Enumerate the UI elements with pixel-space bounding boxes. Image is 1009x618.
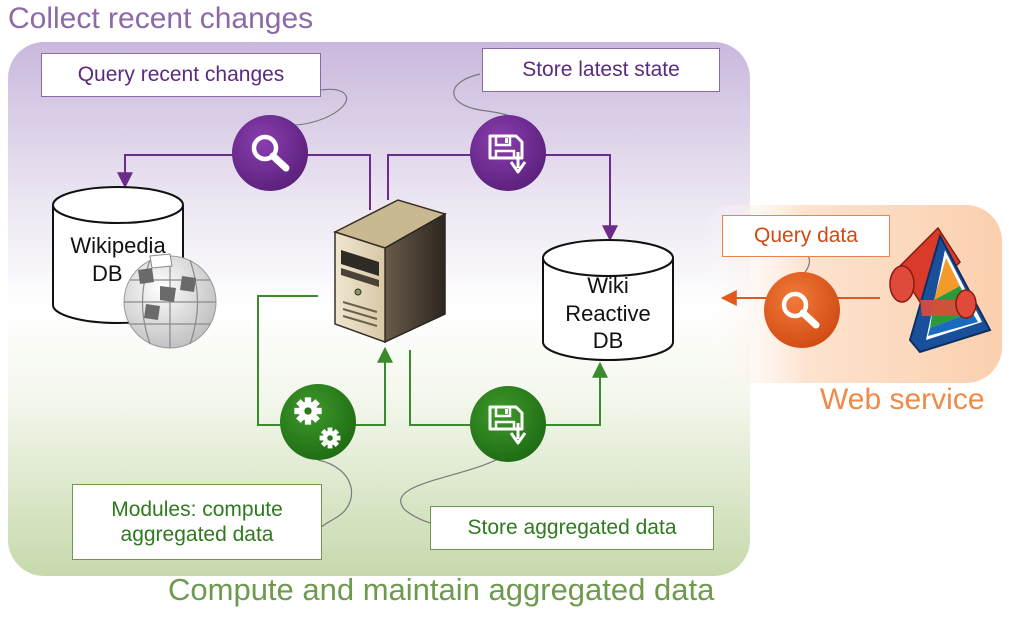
query-data-search-icon: [764, 272, 840, 348]
wikipedia-globe-icon: [123, 253, 217, 349]
label-query-recent-changes: Query recent changes: [41, 53, 321, 97]
server-icon: [333, 199, 447, 344]
label-query-data: Query data: [722, 215, 890, 257]
connector-modules: [317, 459, 353, 529]
wikipedia-db-label-line1: Wikipedia: [70, 233, 166, 258]
wiki-reactive-db-label: Wiki Reactive DB: [546, 272, 670, 355]
query-recent-search-icon: [232, 115, 308, 191]
label-modules-line1: Modules: compute: [111, 497, 283, 521]
connector-store-aggregated: [400, 454, 506, 525]
flow-modules-to-server: [257, 295, 393, 426]
title-compute-aggregated: Compute and maintain aggregated data: [168, 572, 715, 607]
label-store-latest-state: Store latest state: [482, 48, 720, 92]
store-latest-save-icon: [470, 115, 546, 191]
wiki-reactive-db-label-line1: Wiki: [587, 273, 629, 298]
wikipedia-db-label: Wikipedia DB: [56, 232, 180, 287]
title-web-service: Web service: [820, 383, 985, 416]
wikipedia-db-label-line2: DB: [92, 260, 123, 286]
wiki-reactive-db-cylinder: [542, 239, 674, 361]
wiki-reactive-db-label-line3: DB: [592, 328, 624, 353]
web-service-logo-icon: [889, 226, 992, 354]
label-store-aggregated-data: Store aggregated data: [430, 506, 714, 550]
store-aggregated-save-icon: [470, 386, 546, 462]
label-modules: Modules: compute aggregated data: [72, 484, 322, 560]
wiki-reactive-db-label-line2: Reactive: [565, 300, 651, 326]
label-modules-line2: aggregated data: [120, 523, 274, 546]
title-collect-recent-changes: Collect recent changes: [8, 2, 314, 35]
connector-store-latest: [453, 73, 511, 117]
modules-gears-icon: [280, 384, 356, 460]
